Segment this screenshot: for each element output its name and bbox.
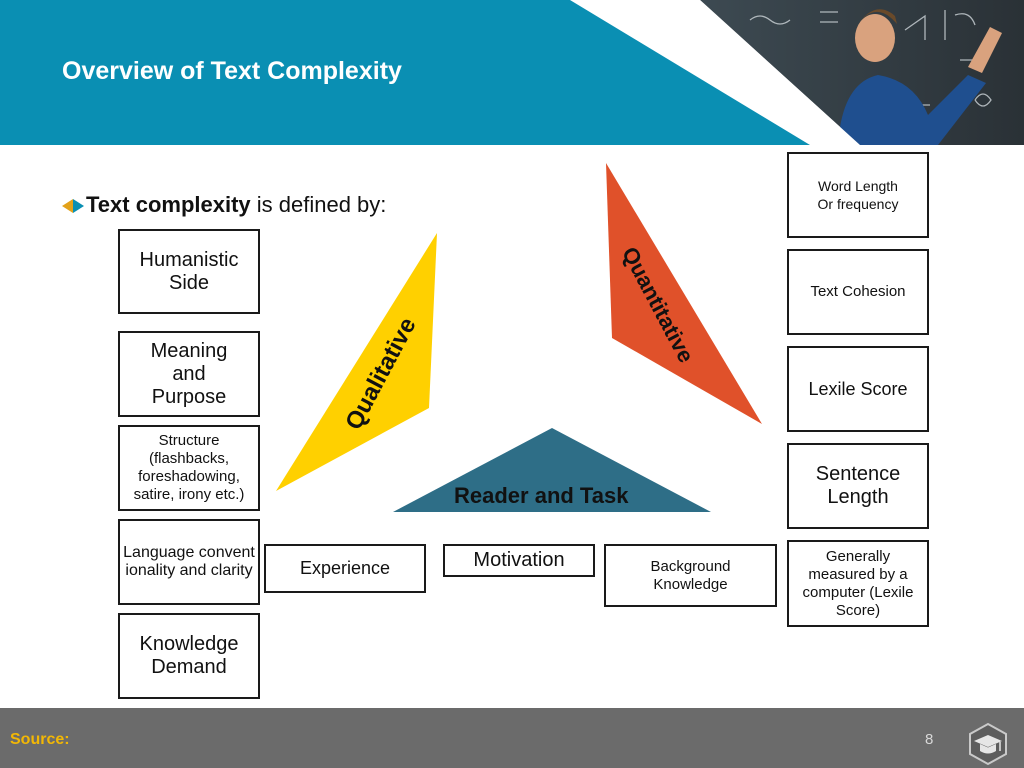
page-title: Overview of Text Complexity: [62, 57, 402, 85]
reader-task-box-motivation: Motivation: [443, 544, 595, 577]
header-graphic: [0, 0, 1024, 145]
double-arrow-icon: [62, 199, 84, 214]
reader-task-box-experience: Experience: [264, 544, 426, 593]
qualitative-box-language: Language conventionality and clarity: [118, 519, 260, 605]
quantitative-box-computer-measured: Generally measured by a computer (Lexile…: [787, 540, 929, 627]
white-wedge: [570, 0, 860, 145]
word-length-line1: Word Length: [818, 177, 898, 194]
bullet-text: is defined by:: [250, 192, 387, 217]
graduation-cap-icon: [969, 722, 1007, 766]
teal-band: [0, 0, 810, 145]
qualitative-box-structure: Structure (flashbacks, foreshadowing, sa…: [118, 425, 260, 511]
word-length-line2: Or frequency: [817, 196, 899, 212]
source-label: Source:: [10, 731, 70, 748]
quantitative-box-word-length: Word Length Or frequency: [787, 152, 929, 238]
reader-task-triangle: [393, 428, 711, 512]
qualitative-box-meaning-purpose: Meaning and Purpose: [118, 331, 260, 417]
footer-bar: Source: 8: [0, 708, 1024, 768]
quantitative-triangle: [606, 163, 762, 424]
header-band: Overview of Text Complexity: [0, 0, 1024, 145]
qualitative-triangle: [276, 233, 437, 491]
quantitative-box-text-cohesion: Text Cohesion: [787, 249, 929, 335]
quantitative-box-lexile-score: Lexile Score: [787, 346, 929, 432]
bullet-bold-text: Text complexity: [86, 192, 251, 217]
page-number: 8: [925, 731, 934, 748]
qualitative-box-knowledge-demand: Knowledge Demand: [118, 613, 260, 699]
diagram-shapes: [276, 163, 762, 512]
reader-task-box-background-knowledge: Background Knowledge: [604, 544, 777, 607]
qualitative-box-humanistic-side: Humanistic Side: [118, 229, 260, 314]
quantitative-box-sentence-length: Sentence Length: [787, 443, 929, 529]
bullet-line: Text complexity is defined by:: [62, 192, 386, 218]
teacher-figure: [838, 9, 1002, 145]
reader-task-label: Reader and Task: [454, 483, 629, 508]
